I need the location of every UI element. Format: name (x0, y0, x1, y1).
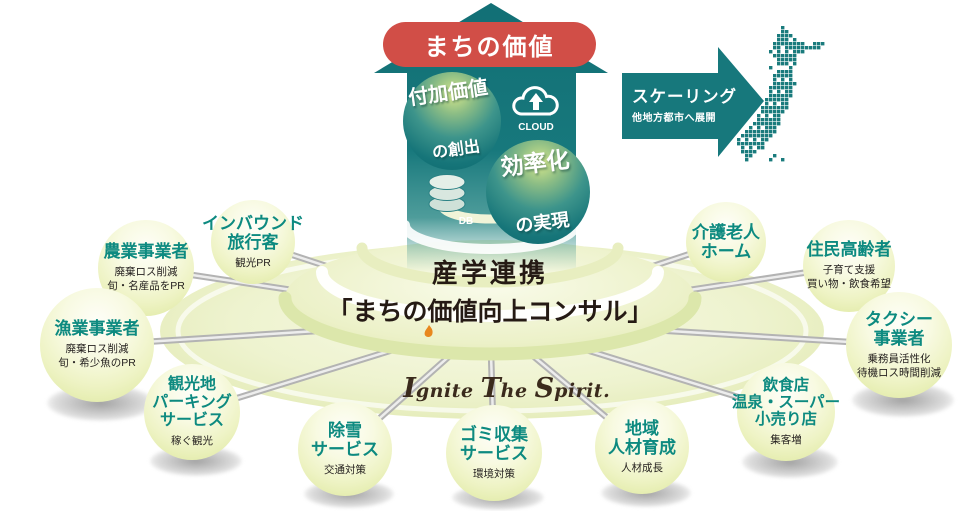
satellite-garbage-collection: ゴミ収集 サービス 環境対策 (446, 405, 542, 501)
logo-cap-s: S (534, 373, 555, 404)
satellite-subtitle: 集客増 (770, 433, 802, 446)
center-label: 産学連携 「まちの価値向上コンサル」 Ignite The Spirit. (250, 253, 730, 424)
value-creation-line1: 付加価値 (406, 76, 490, 110)
logo-cap-t: T (480, 373, 501, 404)
satellite-title: 除雪 サービス (311, 420, 379, 459)
logo-cap-i: I (403, 373, 416, 404)
satellite-elderly-residents: 住民高齢者 子育て支援 買い物・飲食希望 (803, 220, 895, 312)
logo-word1: gnite (415, 380, 474, 402)
satellite-title: ゴミ収集 サービス (460, 424, 528, 463)
satellite-title: 住民高齢者 (806, 240, 892, 260)
center-line1: 産学連携 (431, 258, 548, 288)
satellite-fishery: 漁業事業者 廃棄ロス削減 旬・希少魚のPR (40, 288, 154, 402)
satellite-taxi-operators: タクシー 事業者 乗務員活性化 待機ロス時間削減 (846, 292, 952, 398)
efficiency-ball: 効率化 の実現 (486, 140, 590, 244)
satellite-subtitle: 人材成長 (621, 461, 663, 474)
satellite-title: 介護老人 ホーム (692, 222, 760, 261)
satellite-nursing-home: 介護老人 ホーム (686, 202, 766, 282)
logo-word2: he (500, 380, 528, 402)
ignite-the-spirit-logo: Ignite The Spirit. (370, 325, 611, 423)
satellite-subtitle: 廃棄ロス削減 旬・希少魚のPR (58, 343, 136, 370)
satellite-title: 飲食店 温泉・スーパー 小売り店 (731, 376, 841, 429)
scaling-arrow (622, 47, 764, 157)
satellite-subtitle: 稼ぐ観光 (171, 434, 213, 447)
database-icon: DB (428, 174, 473, 227)
scaling-title: スケーリング (632, 88, 737, 106)
satellite-subtitle: 乗務員活性化 待機ロス時間削減 (857, 352, 941, 379)
satellite-title: タクシー 事業者 (865, 309, 933, 348)
satellite-subtitle: 環境対策 (473, 467, 515, 480)
cloud-icon-label: CLOUD (518, 122, 554, 133)
cloud-upload-icon: CLOUD (512, 86, 559, 133)
satellite-title: 漁業事業者 (54, 319, 140, 339)
scaling-callout: スケーリング 他地方都市へ展開 (632, 83, 752, 124)
japan-map-icon (737, 26, 825, 162)
town-value-banner: まちの価値 (383, 22, 596, 67)
satellite-title: 観光地 パーキング サービス (152, 375, 232, 429)
satellite-subtitle: 子育て支援 買い物・飲食希望 (807, 264, 891, 291)
satellite-subtitle: 交通対策 (324, 463, 366, 476)
efficiency-line1: 効率化 (498, 146, 571, 181)
efficiency-line2: の実現 (513, 209, 570, 237)
satellite-inbound-tourists: インバウンド 旅行客 観光PR (202, 200, 304, 284)
satellite-title: インバウンド 旅行客 (202, 213, 304, 252)
satellite-parking-service: 観光地 パーキング サービス 稼ぐ観光 (144, 364, 240, 460)
center-line2: 「まちの価値向上コンサル」 (327, 298, 653, 326)
satellite-subtitle: 観光PR (235, 256, 271, 269)
satellite-hr-development: 地域 人材育成 人材成長 (595, 400, 689, 494)
town-value-banner-label: まちの価値 (424, 34, 555, 61)
flame-icon (424, 325, 433, 337)
satellite-snow-removal: 除雪 サービス 交通対策 (298, 402, 392, 496)
db-icon-label: DB (459, 216, 473, 227)
scaling-subtitle: 他地方都市へ展開 (632, 113, 716, 124)
value-creation-ball: 付加価値 の創出 (403, 72, 501, 170)
satellite-restaurants-retail: 飲食店 温泉・スーパー 小売り店 集客増 (732, 363, 840, 461)
satellite-subtitle: 廃棄ロス削減 旬・名産品をPR (107, 266, 185, 293)
value-creation-line2: の創出 (431, 138, 482, 162)
satellite-title: 農業事業者 (103, 242, 189, 262)
logo-word3: pirit. (554, 380, 611, 402)
satellite-title: 地域 人材育成 (608, 418, 676, 457)
